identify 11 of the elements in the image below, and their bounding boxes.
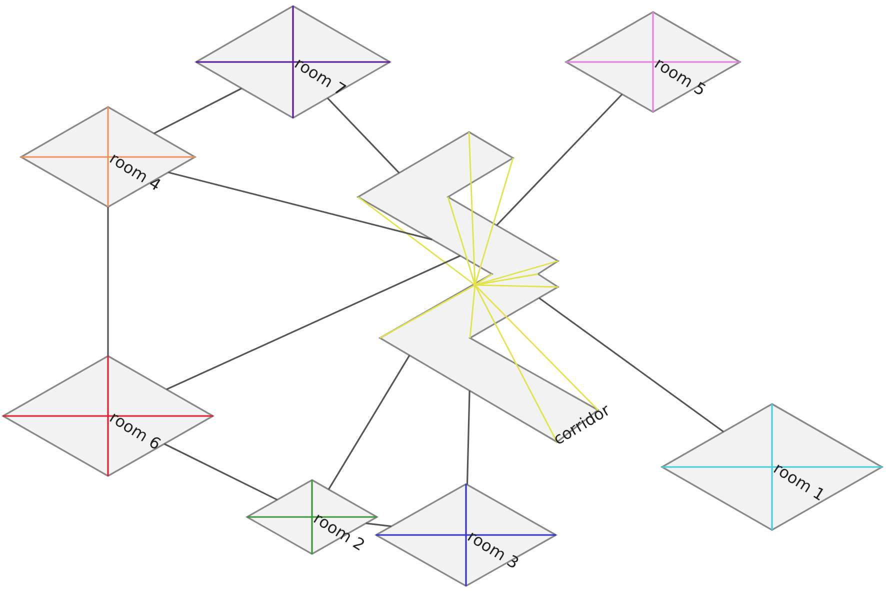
connector-line [466, 390, 470, 485]
connector-line [538, 297, 724, 432]
connector-line [164, 443, 278, 500]
connector-line [366, 522, 392, 528]
connector-line [168, 172, 432, 240]
connector-line [326, 98, 400, 174]
connector-line [107, 207, 109, 356]
connector-line [328, 354, 410, 490]
connector-line [496, 94, 623, 226]
connector-line [166, 255, 461, 390]
connector-line [154, 88, 242, 134]
